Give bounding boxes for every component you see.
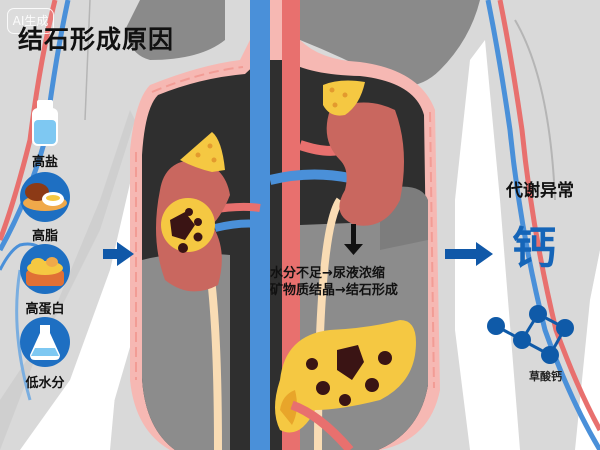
metabolic-abnormality-title: 代谢异常: [506, 181, 574, 201]
salt-bottle-icon: [32, 100, 58, 146]
risk-factor-label: 高脂: [31, 229, 58, 244]
process-note-line: 水分不足→尿液浓缩: [270, 266, 385, 281]
calcium-element: 钙: [512, 223, 556, 274]
risk-factor-label: 低水分: [25, 376, 65, 391]
gallbladder: [275, 320, 416, 433]
molecule-structure-icon: [487, 305, 574, 364]
fatty-food-plate-icon: [20, 172, 70, 222]
protein-food-bowl-icon: [20, 244, 70, 294]
arrow-right-icon-left: [117, 242, 134, 266]
risk-factor-label: 高盐: [31, 155, 58, 170]
aorta: [282, 0, 300, 450]
water-flask-icon: [20, 317, 70, 367]
down-arrow-icon: [344, 244, 363, 255]
right-kidney: [326, 102, 404, 226]
arrow-right-icon-right: [476, 242, 493, 266]
process-note-line: 矿物质结晶→结石形成: [270, 283, 398, 298]
vena-cava: [250, 0, 270, 450]
molecule-label: 草酸钙: [529, 370, 562, 383]
process-note: 水分不足→尿液浓缩 矿物质结晶→结石形成: [270, 265, 398, 299]
risk-factor-label: 高蛋白: [25, 302, 65, 317]
page-title: 结石形成原因: [18, 25, 175, 54]
ai-generated-badge: AI生成: [7, 8, 54, 34]
